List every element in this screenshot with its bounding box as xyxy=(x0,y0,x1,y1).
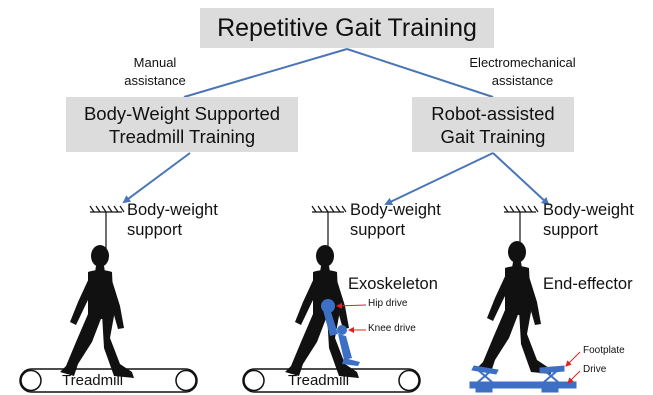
left-footplate xyxy=(471,365,499,375)
knee-drive-joint xyxy=(337,325,347,335)
right-footplate xyxy=(539,365,565,374)
bwstt-line-2: Treadmill Training xyxy=(108,125,256,147)
footplate-label: Footplate xyxy=(583,345,625,356)
drive-pointer xyxy=(567,370,581,384)
end-effector-device xyxy=(469,365,577,393)
arrow-to-endeffector-panel xyxy=(492,152,550,206)
end-effector-label: End-effector xyxy=(543,275,633,293)
ceiling-mount-1 xyxy=(89,205,125,252)
hip-drive-label: Hip drive xyxy=(368,298,408,309)
rag-line-2: Gait Training xyxy=(440,125,546,147)
rag-box: Robot-assisted Gait Training xyxy=(412,97,574,152)
connector-manual xyxy=(183,48,348,98)
knee-drive-label: Knee drive xyxy=(368,323,416,334)
bwstt-line-1: Body-Weight Supported xyxy=(83,102,281,124)
arrow-to-treadmill-panel xyxy=(122,152,191,204)
left-drive-block xyxy=(475,385,493,393)
treadmill-2 xyxy=(242,368,421,393)
diagram-title: Repetitive Gait Training xyxy=(217,13,477,42)
drive-rail xyxy=(469,381,577,389)
support-label-3: Body-weight support xyxy=(543,201,634,239)
footplate-pointer xyxy=(565,351,581,367)
arrow-to-exoskeleton-panel xyxy=(384,152,494,206)
rag-line-1: Robot-assisted xyxy=(431,102,555,124)
right-drive-block xyxy=(541,385,559,393)
support-label-1: Body-weight support xyxy=(127,201,218,239)
manual-assistance-label: Manual assistance xyxy=(124,55,186,88)
exoskeleton-label: Exoskeleton xyxy=(348,275,438,293)
walking-person-1 xyxy=(60,245,134,378)
treadmill-label-2: Treadmill xyxy=(288,372,350,389)
hip-drive-joint xyxy=(321,299,335,313)
support-label-2: Body-weight support xyxy=(350,201,441,239)
drive-label: Drive xyxy=(583,364,607,375)
walking-person-3 xyxy=(477,241,551,374)
ceiling-mount-2 xyxy=(311,205,347,252)
treadmill-label-1: Treadmill xyxy=(62,372,124,389)
treadmill-1 xyxy=(19,368,198,393)
electromechanical-assistance-label: Electromechanical assistance xyxy=(469,55,576,88)
exoskeleton-device xyxy=(321,299,360,366)
connector-electromechanical xyxy=(346,48,494,98)
bwstt-box: Body-Weight Supported Treadmill Training xyxy=(66,97,298,152)
title-box: Repetitive Gait Training xyxy=(200,8,494,48)
hip-drive-pointer xyxy=(336,302,367,309)
